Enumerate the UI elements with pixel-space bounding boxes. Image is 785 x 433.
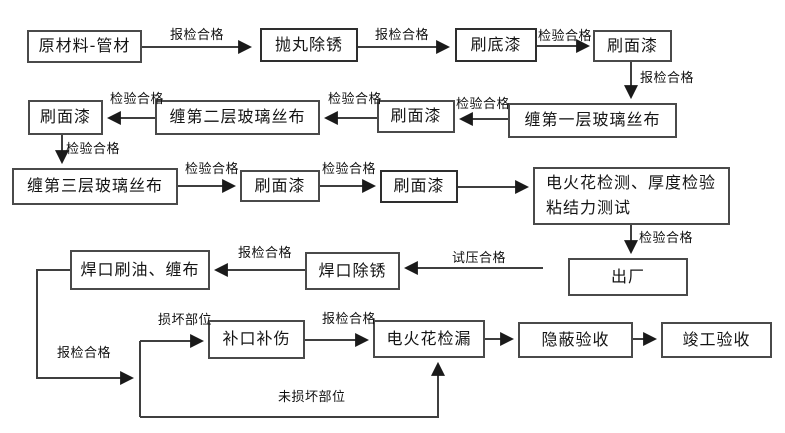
node-topcoat-5: 刷面漆 xyxy=(380,170,458,203)
node-factory-release: 出厂 xyxy=(568,258,688,296)
node-spark-leak-test: 电火花检漏 xyxy=(373,320,485,358)
node-completion-acceptance: 竣工验收 xyxy=(661,322,772,358)
node-shot-blast: 抛丸除锈 xyxy=(260,28,358,62)
edge-label-repair-to-leaktest: 报检合格 xyxy=(322,312,377,327)
node-topcoat-4: 刷面漆 xyxy=(240,170,320,202)
node-wrap-layer-3: 缠第三层玻璃丝布 xyxy=(12,168,178,205)
node-topcoat-1: 刷面漆 xyxy=(593,30,672,62)
edge-label-topcoat1-to-wrap1: 报检合格 xyxy=(640,71,695,86)
node-weld-oil-wrap: 焊口刷油、缠布 xyxy=(70,250,210,290)
edge-label-wrap1-to-topcoat2: 检验合格 xyxy=(456,97,511,112)
node-raw-material: 原材料-管材 xyxy=(27,30,142,63)
node-concealed-acceptance: 隐蔽验收 xyxy=(518,322,633,358)
node-primer: 刷底漆 xyxy=(455,28,537,62)
edge-label-branch-to-leaktest: 未损坏部位 xyxy=(278,390,346,405)
edge-label-raw-to-blast: 报检合格 xyxy=(170,28,225,43)
edge-label-branch-to-repair: 损坏部位 xyxy=(158,313,213,328)
edge-label-oilwrap-to-branch: 报检合格 xyxy=(57,346,112,361)
node-topcoat-3: 刷面漆 xyxy=(28,100,103,135)
edge-label-wrap3-to-topcoat4: 检验合格 xyxy=(185,162,240,177)
edge-label-wrap2-to-topcoat3: 检验合格 xyxy=(110,92,165,107)
node-wrap-layer-1: 缠第一层玻璃丝布 xyxy=(508,103,677,138)
connector-branch-to-leaktest xyxy=(140,361,445,418)
node-joint-repair: 补口补伤 xyxy=(208,320,305,359)
edge-label-blast-to-primer: 报检合格 xyxy=(375,28,430,43)
node-spark-thickness-test: 电火花检测、厚度检验 粘结力测试 xyxy=(533,167,730,225)
edge-label-topcoat4-to-topcoat5: 检验合格 xyxy=(322,162,377,177)
edge-label-primer-to-topcoat1: 检验合格 xyxy=(538,29,593,44)
node-topcoat-2: 刷面漆 xyxy=(377,100,455,133)
connector-oilwrap-to-branch xyxy=(36,269,135,385)
edge-label-pressure-to-derust: 试压合格 xyxy=(452,251,507,266)
edge-label-topcoat2-to-wrap2: 检验合格 xyxy=(328,92,383,107)
edge-label-test-to-factory: 检验合格 xyxy=(639,231,694,246)
edge-label-topcoat3-to-wrap3: 检验合格 xyxy=(66,142,121,157)
node-wrap-layer-2: 缠第二层玻璃丝布 xyxy=(155,100,320,135)
edge-label-derust-to-oilwrap: 报检合格 xyxy=(238,246,293,261)
node-weld-derust: 焊口除锈 xyxy=(305,252,400,290)
